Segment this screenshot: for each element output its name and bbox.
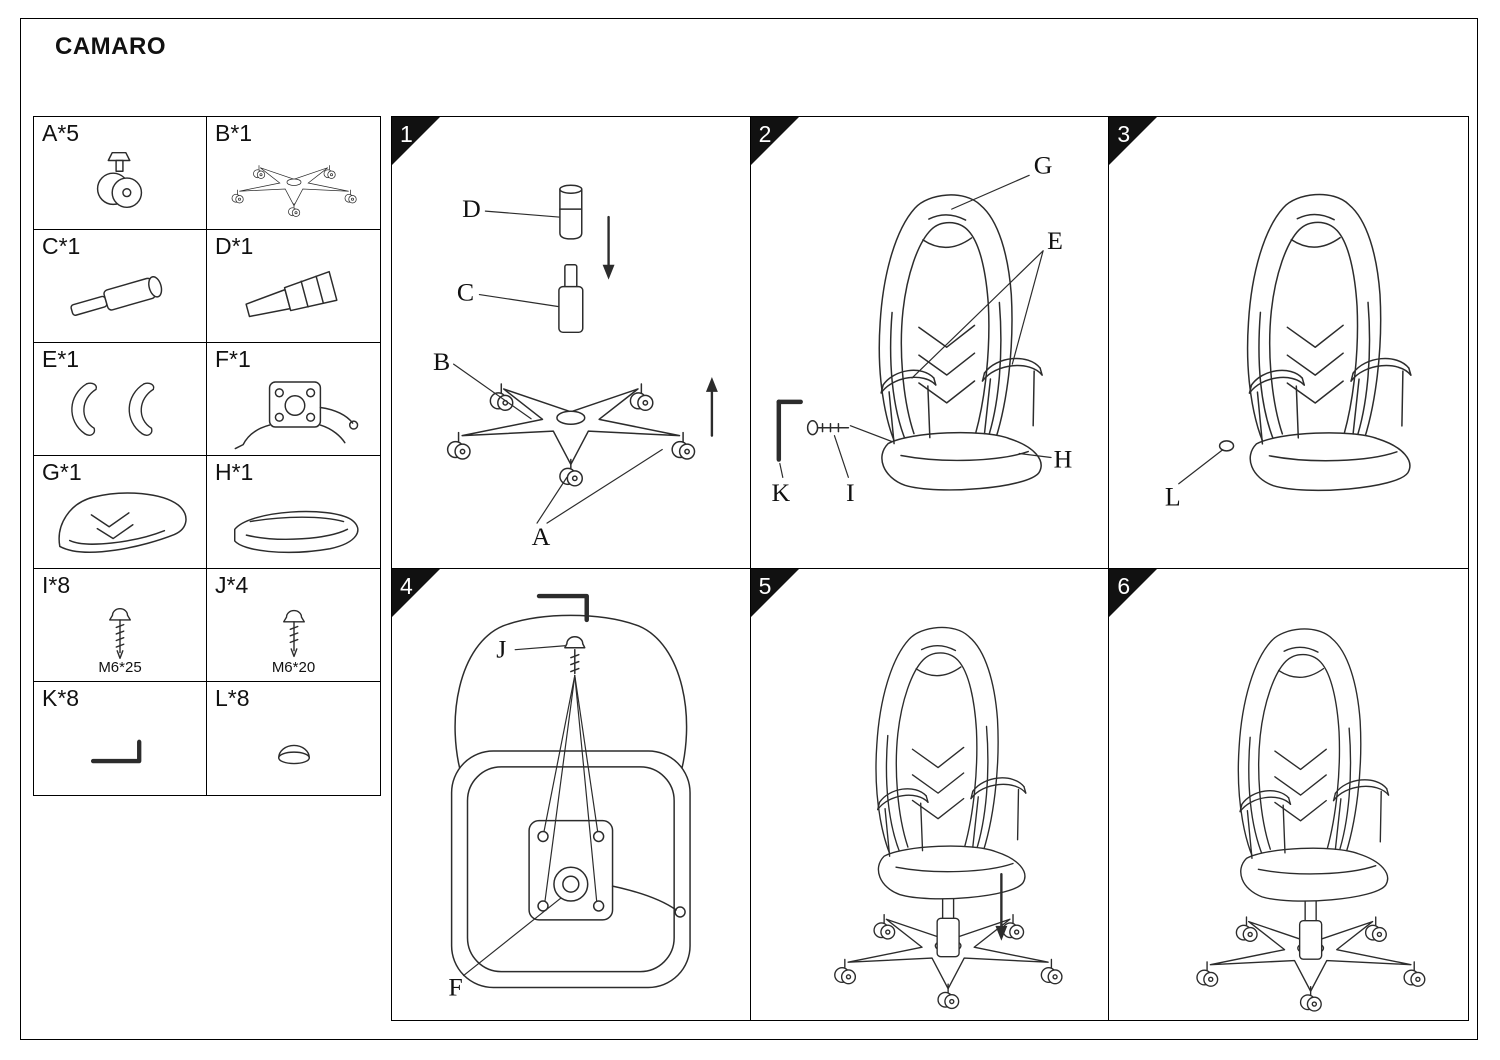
step-cell-3: L 3	[1109, 117, 1468, 569]
part-label: I*8	[42, 572, 71, 598]
step-cell-4: J F 4	[392, 568, 751, 1020]
backrest-icon	[58, 492, 187, 554]
part-cell-h: H*1	[207, 456, 380, 569]
step2-illustration: G E H K I	[771, 150, 1072, 507]
part-label: E*1	[42, 346, 80, 372]
tilt-mechanism-icon	[234, 381, 358, 449]
part-label: A*5	[42, 120, 80, 146]
step-corner	[392, 568, 440, 617]
step-number: 1	[400, 121, 413, 147]
screw-m6x25-icon	[109, 607, 131, 659]
step-number: 5	[758, 572, 772, 599]
part-cell-d: D*1	[207, 230, 380, 343]
step-corner	[392, 117, 440, 165]
step-cell-2: G E H K I 2	[750, 117, 1110, 569]
part-cell-b: B*1	[207, 117, 380, 230]
step1-illustration: D C B A	[433, 184, 718, 551]
part-size-note: M6*20	[271, 659, 316, 676]
screw-m6x20-icon	[282, 609, 305, 657]
part-cell-g: G*1	[34, 456, 207, 569]
step-number: 4	[400, 572, 413, 599]
parts-table: A*5 B*1 C*1	[33, 116, 381, 796]
part-cell-k: K*8	[34, 682, 207, 795]
step-cell-6: 6	[1109, 568, 1468, 1021]
step-corner	[750, 117, 799, 165]
part-label: K*8	[42, 685, 80, 711]
seat-cushion-icon	[233, 511, 358, 554]
callout-k: K	[771, 478, 790, 507]
armrest-pair-icon	[71, 382, 155, 436]
callout-f: F	[448, 972, 462, 1001]
part-label: L*8	[215, 685, 250, 711]
part-label: G*1	[42, 459, 82, 485]
caster-wheel-icon	[96, 151, 143, 208]
star-base-icon	[218, 155, 370, 219]
product-title: CAMARO	[55, 33, 166, 60]
lift-cover-icon	[244, 270, 338, 317]
step4-illustration: J F	[448, 593, 691, 1001]
allen-key-icon	[90, 739, 142, 763]
callout-l: L	[1165, 483, 1181, 512]
part-label: J*4	[215, 572, 249, 598]
callout-d: D	[462, 194, 481, 223]
part-cell-e: E*1	[34, 343, 207, 456]
step-corner	[1109, 117, 1158, 165]
part-cell-f: F*1	[207, 343, 380, 456]
part-cell-i: I*8 M6*25	[34, 569, 207, 682]
callout-j: J	[496, 634, 506, 663]
step-corner	[750, 568, 799, 617]
part-cell-l: L*8	[207, 682, 380, 795]
step5-illustration	[751, 569, 1109, 1021]
gas-lift-icon	[70, 275, 163, 316]
part-size-note: M6*25	[98, 659, 142, 676]
part-cell-a: A*5	[34, 117, 207, 230]
callout-b: B	[433, 347, 450, 376]
step3-illustration: L	[1165, 193, 1412, 512]
step-number: 3	[1117, 121, 1131, 147]
step-cell-5: 5	[750, 568, 1110, 1021]
step6-illustration	[1109, 569, 1468, 1021]
part-label: C*1	[42, 233, 81, 259]
assembly-steps-grid: D C B A 1	[391, 116, 1469, 1021]
part-label: B*1	[215, 120, 253, 146]
step-corner	[1109, 568, 1158, 617]
callout-g: G	[1033, 150, 1052, 179]
part-cell-j: J*4 M6*20	[207, 569, 380, 682]
part-label: H*1	[215, 459, 254, 485]
callout-a: A	[532, 522, 551, 551]
sheet-border: CAMARO A*5 B*1	[20, 18, 1478, 1040]
callout-c: C	[457, 278, 474, 307]
part-cell-c: C*1	[34, 230, 207, 343]
part-label: F*1	[215, 346, 251, 372]
cover-cap-icon	[277, 744, 310, 765]
part-label: D*1	[215, 233, 254, 259]
step-cell-1: D C B A 1	[392, 117, 751, 569]
callout-i: I	[846, 478, 855, 507]
callout-e: E	[1047, 226, 1063, 255]
step-number: 2	[758, 121, 772, 147]
callout-h: H	[1053, 444, 1072, 473]
step-number: 6	[1117, 572, 1131, 599]
